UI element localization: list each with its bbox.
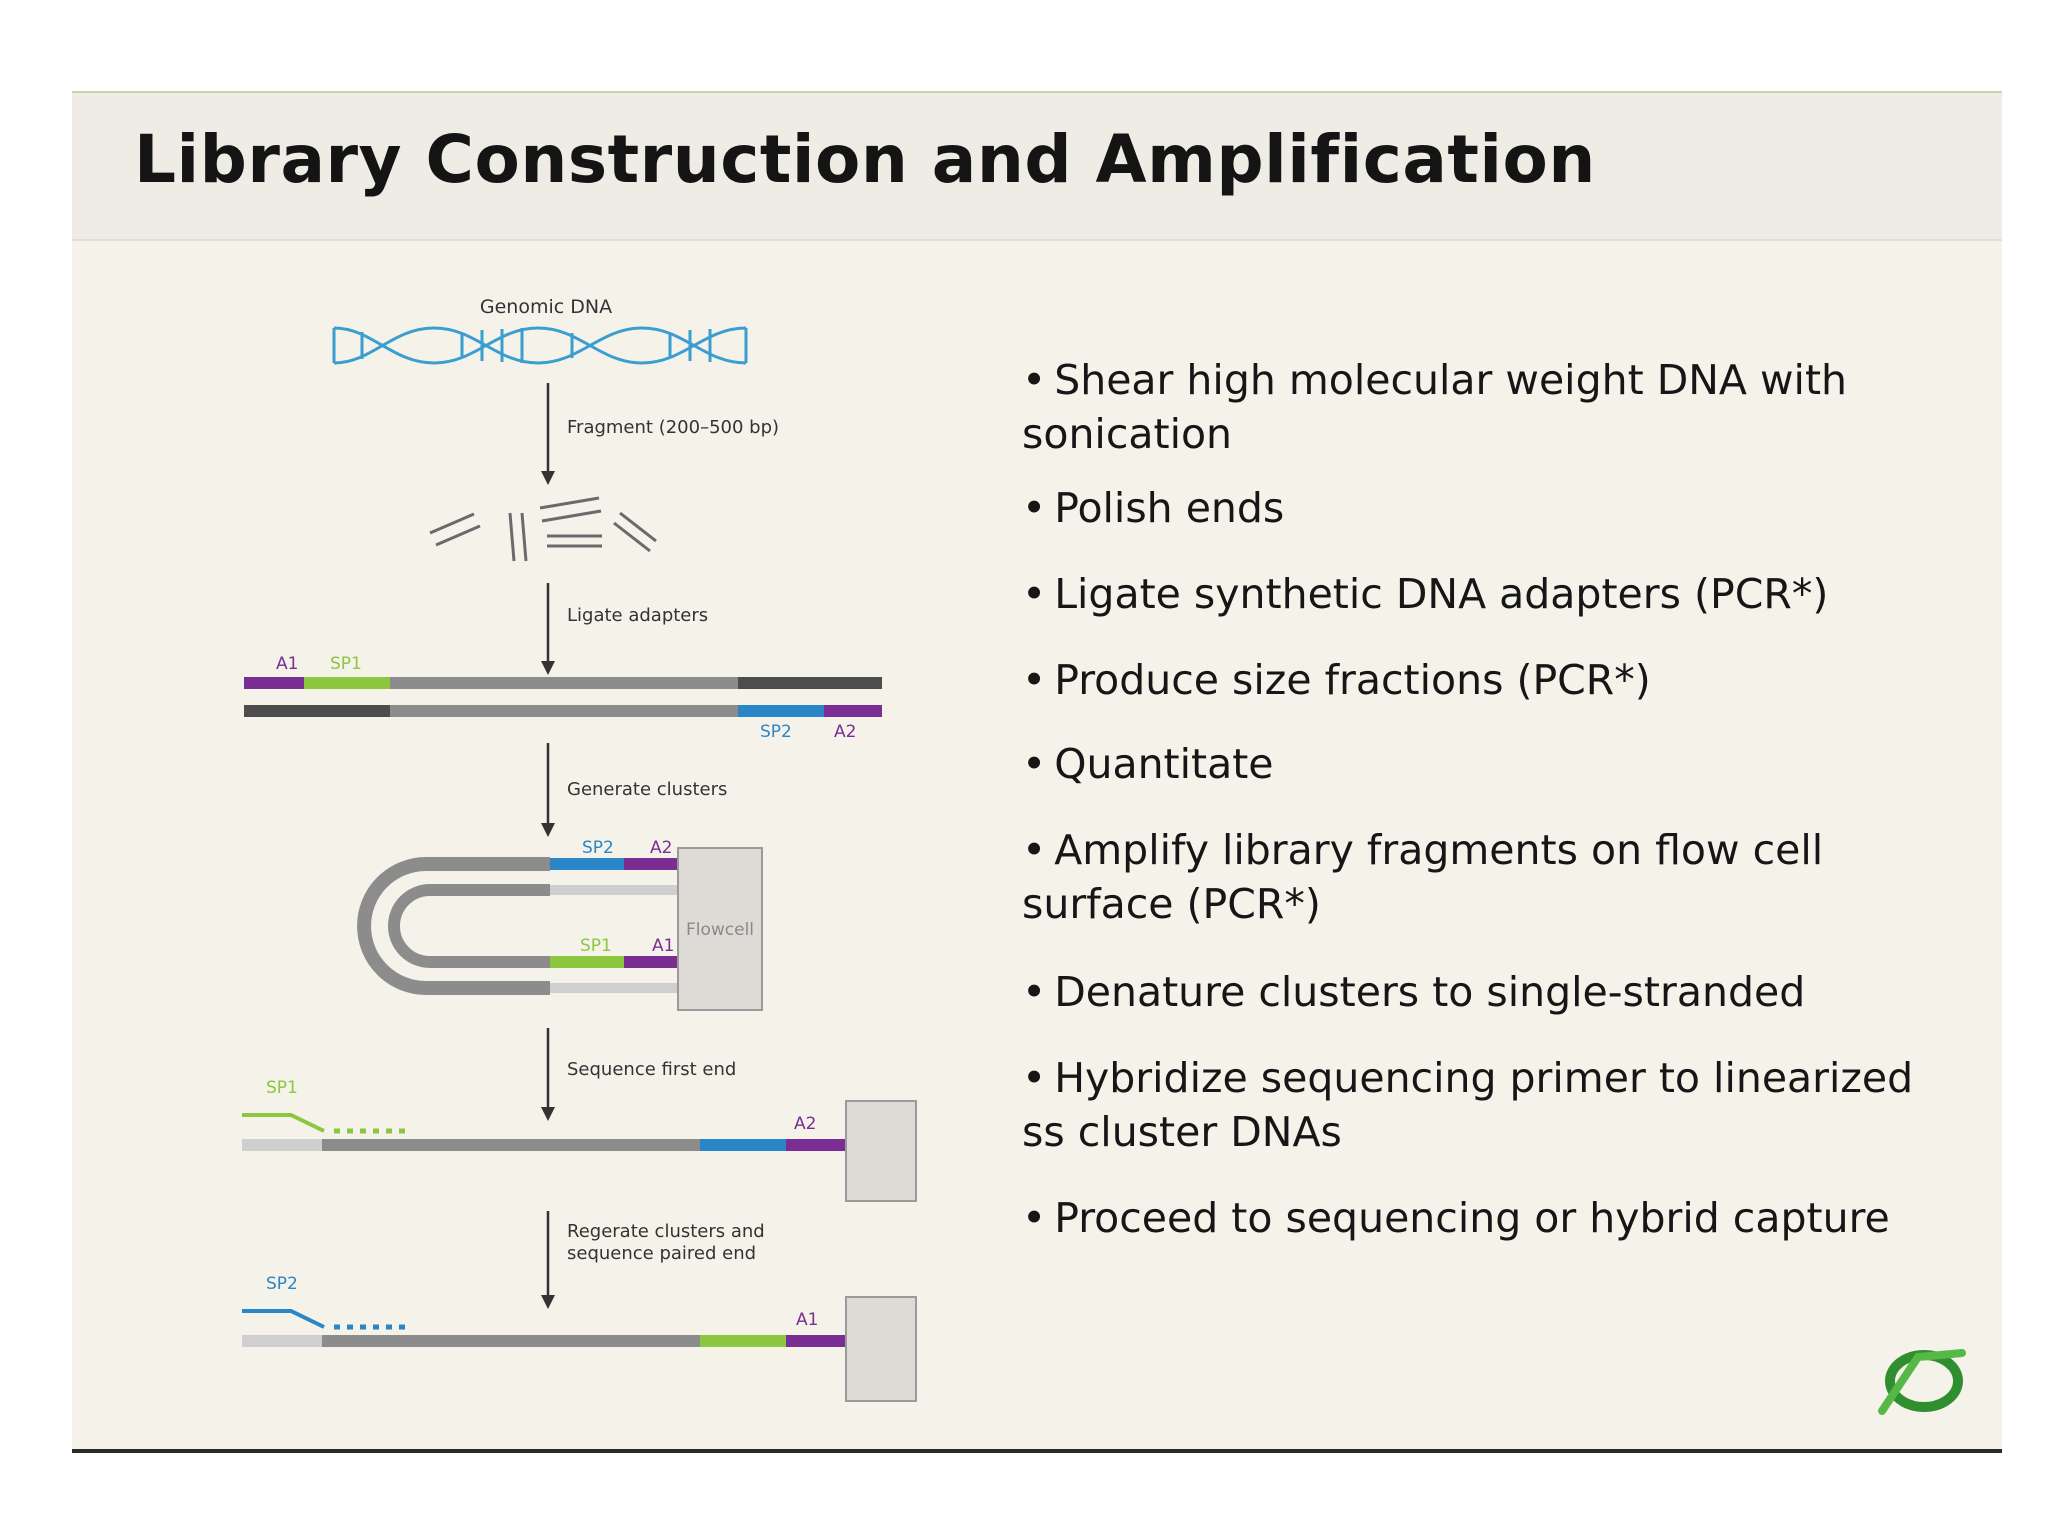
adapter-a1-label: A1: [276, 654, 298, 674]
arrow-sequence-first: [541, 1028, 555, 1121]
arrow-generate: [541, 743, 555, 837]
primer-sp2-label: SP2: [266, 1274, 298, 1294]
flowcell-block-3: [845, 1296, 917, 1402]
paired-end-read: [242, 1309, 846, 1347]
bullet-text: Ligate synthetic DNA adapters (PCR*): [1054, 570, 1829, 618]
adapter-a2-label: A2: [834, 722, 856, 742]
primer-sp1-label: SP1: [266, 1078, 298, 1098]
bridge-amplification-icon: [357, 857, 678, 995]
bullet-hybridize: •Hybridize sequencing primer to lineariz…: [1022, 1054, 1914, 1156]
flowcell-block: [677, 847, 763, 1011]
bullet-size-fractions: •Produce size fractions (PCR*): [1022, 656, 1651, 704]
dna-helix-icon: [332, 326, 748, 365]
slide-title: Library Construction and Amplification: [134, 121, 1596, 198]
adapter-sp2-label: SP2: [760, 722, 792, 742]
step-ligate-label: Ligate adapters: [567, 605, 708, 626]
bridge-sp1-label: SP1: [580, 936, 612, 956]
library-construction-diagram: Genomic DNA Fragment (200–500 bp): [242, 296, 917, 1402]
bullet-text: Shear high molecular weight DNA with son…: [1022, 356, 1848, 458]
bullet-proceed: •Proceed to sequencing or hybrid capture: [1022, 1194, 1890, 1242]
step-sequence-first-label: Sequence first end: [567, 1059, 736, 1080]
arrow-ligate: [541, 583, 555, 675]
read2-a1-label: A1: [796, 1310, 818, 1330]
arrow-regenerate: [541, 1211, 555, 1309]
step-generate-label: Generate clusters: [567, 779, 727, 800]
flowcell-block-2: [845, 1100, 917, 1202]
bullet-text: Denature clusters to single-stranded: [1054, 968, 1806, 1016]
bridge-a1-label: A1: [652, 936, 674, 956]
bullet-text: Polish ends: [1054, 484, 1285, 532]
step-regenerate-label-2: sequence paired end: [567, 1243, 756, 1264]
bullet-amplify: •Amplify library fragments on flow cell …: [1022, 826, 1824, 928]
sigma-logo-icon: [1878, 1349, 1966, 1415]
title-bar: Library Construction and Amplification: [72, 93, 2002, 241]
dna-fragments-icon: [429, 496, 657, 562]
bullet-shear: •Shear high molecular weight DNA with so…: [1022, 356, 1848, 458]
step-regenerate-label-1: Regerate clusters and: [567, 1221, 765, 1242]
bullet-text: Produce size fractions (PCR*): [1054, 656, 1651, 704]
bridge-sp2-label: SP2: [582, 838, 614, 858]
slide: Library Construction and Amplification G…: [72, 91, 2002, 1453]
read1-a2-label: A2: [794, 1114, 816, 1134]
bullet-quantitate: •Quantitate: [1022, 740, 1274, 788]
bullet-ligate: •Ligate synthetic DNA adapters (PCR*): [1022, 570, 1829, 618]
bullet-text: Proceed to sequencing or hybrid capture: [1054, 1194, 1890, 1242]
bullet-text: Quantitate: [1054, 740, 1274, 788]
adapter-ligated-fragment: [244, 677, 882, 717]
bullet-text: Hybridize sequencing primer to linearize…: [1022, 1054, 1914, 1156]
bullet-denature: •Denature clusters to single-stranded: [1022, 968, 1806, 1016]
bridge-a2-label: A2: [650, 838, 672, 858]
genomic-dna-label: Genomic DNA: [480, 296, 612, 318]
flowcell-label: Flowcell: [686, 920, 754, 940]
bullet-polish: •Polish ends: [1022, 484, 1285, 532]
first-end-read: [242, 1113, 846, 1151]
bullet-text: Amplify library fragments on flow cell s…: [1022, 826, 1824, 928]
adapter-sp1-label: SP1: [330, 654, 362, 674]
arrow-fragment: [541, 383, 555, 485]
step-fragment-label: Fragment (200–500 bp): [567, 417, 779, 438]
